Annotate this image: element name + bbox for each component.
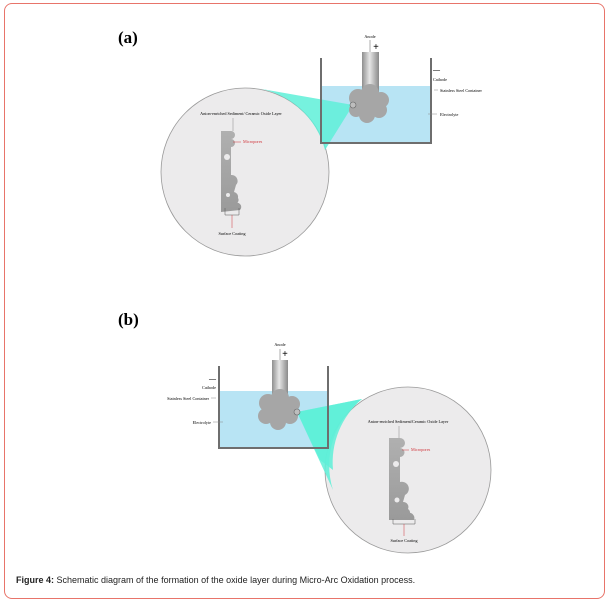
cathode-label: Cathode (433, 77, 447, 82)
panel-a-label: (a) (118, 28, 138, 47)
anode-label: Anode (364, 34, 375, 39)
anode-rod (272, 360, 288, 397)
zoom-point (349, 101, 357, 109)
magnifier-circle (160, 87, 330, 257)
panel-b: (b) Anode + — Cathode Stainless Steel Co… (118, 310, 492, 554)
plus-sign: + (282, 349, 288, 360)
electrolyte-label: Electrolyte (440, 112, 459, 117)
stainless-steel-container (218, 366, 329, 449)
stainless-steel-container (320, 58, 432, 144)
micropores-label: Micropores (243, 139, 263, 144)
magnifier-circle (324, 386, 492, 554)
electrolyte-label: Electrolyte (193, 420, 212, 425)
coating-label: Surface Coating (218, 231, 246, 236)
panel-b-label: (b) (118, 310, 139, 329)
layer-label: Anion-enriched Sediment/ Ceramic Oxide L… (200, 111, 282, 116)
caption-prefix: Figure 4: (16, 575, 55, 585)
micropore (226, 193, 230, 197)
container-label: Stainless Steel Container (440, 88, 482, 93)
anode-label: Anode (274, 342, 285, 347)
panel-a: (a) Anode + — Cathode Stainless Steel Co… (118, 28, 482, 257)
container-label: Stainless Steel Container (167, 396, 209, 401)
sediment-cloud (258, 389, 300, 430)
figure-frame (4, 3, 605, 599)
micropore (393, 461, 399, 467)
oxide-layer (221, 131, 242, 212)
zoom-point (293, 408, 301, 416)
anode-rod (362, 52, 379, 92)
minus-sign: — (208, 375, 217, 383)
minus-sign: — (432, 66, 441, 74)
micropore (224, 154, 230, 160)
zoom-cone (256, 88, 353, 150)
plus-sign: + (373, 42, 379, 53)
layer-label: Anion-enriched Sediment/Ceramic Oxide La… (368, 419, 449, 424)
caption-text: Schematic diagram of the formation of th… (54, 575, 416, 585)
coating-label: Surface Coating (390, 538, 418, 543)
micropore (394, 497, 400, 503)
cathode-label: Cathode (202, 385, 216, 390)
figure-caption: Figure 4: Schematic diagram of the forma… (16, 575, 415, 585)
micropores-label: Micropores (411, 447, 431, 452)
